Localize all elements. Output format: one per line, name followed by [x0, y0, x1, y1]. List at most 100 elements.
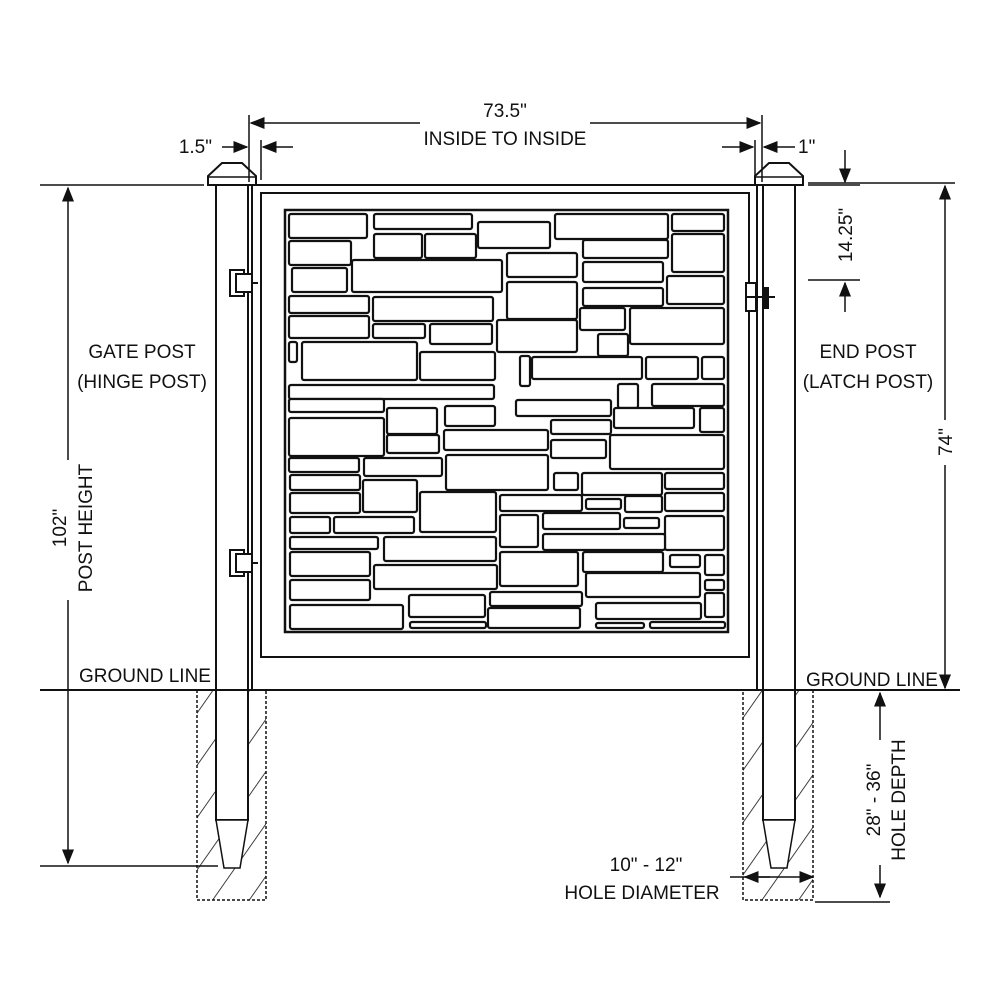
stone: [442, 428, 550, 452]
stone: [703, 578, 726, 592]
lower-hinge-icon: [229, 549, 258, 577]
hinge-post-label: (HINGE POST): [77, 372, 207, 393]
stone: [663, 471, 726, 491]
stone: [287, 294, 371, 315]
stone: [361, 478, 419, 514]
stone: [495, 318, 579, 354]
latch-offset-dimension: [808, 150, 860, 312]
stone: [372, 563, 499, 591]
stone: [288, 550, 372, 578]
width-label: INSIDE TO INSIDE: [424, 129, 587, 150]
stone: [408, 620, 488, 630]
stone: [596, 332, 630, 358]
gate-height-dimension: [808, 182, 955, 690]
hole-diameter-label: HOLE DIAMETER: [564, 883, 719, 904]
stone: [628, 306, 726, 346]
stone: [700, 355, 726, 381]
stone: [584, 497, 623, 511]
stone: [287, 212, 369, 240]
stone: [287, 397, 386, 414]
stone: [382, 535, 498, 563]
stone: [670, 232, 726, 274]
stone: [444, 453, 550, 492]
stone: [372, 212, 474, 231]
stone: [668, 553, 702, 569]
stone: [371, 322, 427, 340]
stone: [300, 340, 419, 382]
stone: [623, 494, 664, 514]
gate-post-label: GATE POST: [88, 342, 196, 363]
stone-pattern-panel: [287, 212, 727, 631]
stone: [287, 383, 496, 401]
stone: [553, 212, 670, 241]
stone: [418, 490, 498, 534]
stone: [703, 553, 726, 577]
stone: [541, 511, 622, 531]
stone: [407, 593, 487, 619]
stone: [594, 601, 703, 621]
stone: [362, 456, 444, 478]
stone: [584, 571, 702, 599]
stone: [288, 491, 362, 515]
ground-line-label-left: GROUND LINE: [79, 666, 211, 687]
stone: [612, 406, 696, 430]
stone: [505, 251, 579, 279]
stone: [498, 513, 540, 549]
post-height-label: POST HEIGHT: [76, 463, 97, 592]
stone: [698, 406, 726, 434]
stone: [581, 550, 665, 574]
stone: [287, 456, 361, 474]
stone: [498, 550, 580, 588]
latch-gap-value: 1": [798, 137, 815, 158]
stone: [703, 591, 726, 619]
stone: [514, 398, 613, 418]
stone: [608, 433, 726, 471]
stone: [385, 433, 441, 455]
stone: [288, 578, 372, 602]
stone: [287, 416, 386, 458]
stone: [594, 621, 646, 630]
stone: [488, 590, 584, 608]
stone: [443, 404, 497, 428]
stone: [552, 471, 580, 492]
hole-depth-dimension: [815, 691, 890, 903]
post-height-dimension: [40, 184, 218, 867]
stone: [581, 260, 665, 284]
stone: [428, 322, 494, 346]
stone: [288, 535, 380, 551]
stone: [549, 418, 613, 436]
stone: [581, 238, 670, 260]
stone: [287, 239, 353, 267]
stone: [288, 515, 332, 535]
stone: [644, 355, 700, 381]
width-dimension: [222, 115, 795, 182]
stone: [616, 382, 640, 410]
width-value: 73.5": [483, 101, 527, 122]
end-post-label: END POST: [819, 342, 917, 363]
stone: [287, 314, 371, 340]
stone: [288, 603, 405, 631]
stone: [663, 491, 726, 513]
stone: [665, 274, 726, 306]
end-post: [754, 162, 804, 869]
gate-height-value: 74": [936, 428, 957, 456]
stone: [371, 295, 495, 323]
stone: [332, 515, 416, 535]
stone: [372, 232, 424, 260]
stone: [663, 514, 726, 552]
stone: [476, 220, 552, 250]
stone: [287, 340, 299, 364]
stone: [486, 606, 582, 630]
stone: [549, 438, 608, 460]
stone: [530, 355, 644, 381]
hinge-gap-value: 1.5": [179, 137, 212, 158]
stone: [505, 280, 579, 321]
stone: [581, 286, 665, 308]
post-height-value: 102": [50, 509, 71, 547]
gate-post: [207, 162, 257, 869]
stone: [350, 258, 504, 294]
stone: [578, 306, 627, 332]
stone: [288, 473, 362, 492]
